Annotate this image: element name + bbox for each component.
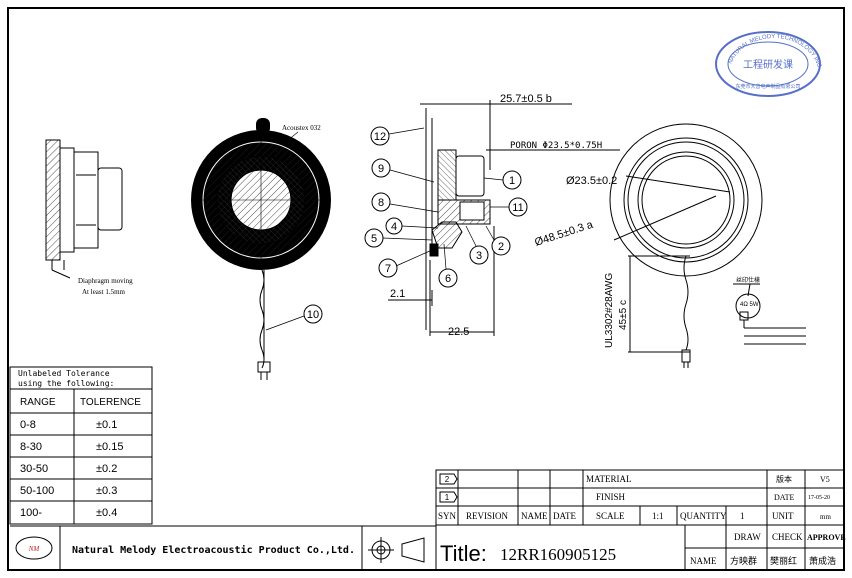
table-cell: 100-	[20, 507, 42, 519]
callout-5: 5	[364, 228, 433, 248]
quantity-label: QUANTITY	[680, 511, 727, 521]
dim-outer-diameter: Ø48.5±0.3 a	[533, 218, 595, 248]
diaphragm-note-line1: Diaphragm moving	[78, 277, 133, 285]
table-cell: ±0.4	[96, 507, 117, 519]
section-view	[388, 100, 620, 336]
scale-label: SCALE	[596, 511, 625, 521]
finish-label: FINISH	[596, 492, 626, 502]
side-view	[45, 139, 123, 279]
company-name: Natural Melody Electroacoustic Product C…	[72, 544, 355, 556]
svg-text:4: 4	[391, 221, 397, 233]
date-label: DATE	[774, 493, 795, 502]
projection-symbol	[368, 537, 425, 563]
dim-small: 2.1	[390, 288, 405, 300]
table-cell: 0-8	[20, 419, 36, 431]
wire-spec: UL3302#28AWG	[604, 273, 615, 348]
callout-8: 8	[371, 192, 439, 213]
callout-11: 11	[490, 197, 528, 217]
svg-text:7: 7	[385, 263, 391, 275]
dim-height: 25.7±0.5 b	[500, 93, 552, 105]
revision-label: REVISION	[466, 511, 508, 521]
dim-width: 22.5	[448, 326, 469, 338]
scale-value: 1:1	[652, 511, 664, 521]
svg-text:11: 11	[512, 202, 523, 214]
unit-value: mm	[820, 513, 831, 521]
engineering-stamp: NATURAL MELODY TECHNOLOGY INC 工程研发课 东莞市大…	[715, 31, 822, 97]
callout-3: 3	[465, 225, 489, 265]
table-cell: 8-30	[20, 441, 42, 453]
poron-label: PORON Φ23.5*0.75H	[510, 141, 602, 151]
svg-text:6: 6	[445, 273, 451, 285]
name-label: NAME	[690, 556, 717, 566]
svg-text:3: 3	[476, 250, 482, 262]
approve-label: APPROVE	[807, 533, 846, 542]
acoustex-label: Acoustex 032	[282, 124, 321, 132]
table-cell: 50-100	[20, 485, 54, 497]
front-view	[191, 118, 331, 380]
svg-text:5: 5	[371, 233, 377, 245]
check-name: 樊丽红	[770, 555, 797, 566]
print-box-text: 4Ω 5W	[740, 302, 759, 308]
version-value: V5	[820, 475, 830, 484]
title-value: 12RR160905125	[500, 545, 616, 564]
date-value: 17-05-20	[808, 495, 830, 501]
title-block-text: 2 1 MATERIAL FINISH 版本 V5 DATE 17-05-20 …	[438, 474, 846, 566]
callout-6: 6	[438, 243, 458, 288]
company-logo: NM	[28, 545, 41, 553]
table-cell: ±0.15	[96, 441, 123, 453]
wire-length: 45±5 c	[618, 300, 629, 330]
table-cell: ±0.2	[96, 463, 117, 475]
callout-2: 2	[485, 225, 511, 256]
draw-name: 方映群	[730, 555, 757, 566]
callout-balloons: 12 9 8 4 5 7 6 3 2 11 1 10	[265, 126, 528, 331]
title-label: Title:	[440, 541, 487, 566]
callout-9: 9	[371, 158, 435, 183]
tolerance-title-2: using the following:	[18, 379, 114, 388]
print-label: 丝印仕樣	[736, 276, 760, 284]
callout-1: 1	[483, 170, 522, 190]
rev-marker-2: 2	[445, 475, 450, 484]
check-label: CHECK	[772, 532, 803, 542]
sheet-border	[7, 7, 845, 571]
date-col-label: DATE	[553, 511, 576, 521]
stamp-center-text: 工程研发课	[743, 58, 793, 71]
dim-inner-diameter: Ø23.5±0.2	[566, 175, 617, 187]
svg-text:9: 9	[378, 163, 384, 175]
table-cell: 30-50	[20, 463, 48, 475]
svg-text:12: 12	[374, 131, 386, 143]
tolerance-header-range: RANGE	[20, 397, 56, 408]
back-view	[609, 123, 806, 368]
callout-7: 7	[378, 249, 433, 278]
callout-12: 12	[370, 126, 425, 146]
syn-label: SYN	[438, 511, 457, 521]
approve-name: 萧成浩	[809, 555, 836, 566]
table-cell: ±0.1	[96, 419, 117, 431]
table-cell: ±0.3	[96, 485, 117, 497]
rev-marker-1: 1	[445, 493, 450, 502]
quantity-value: 1	[740, 511, 745, 521]
tolerance-title-1: Unlabeled Tolerance	[18, 369, 110, 378]
draw-label: DRAW	[734, 532, 761, 542]
tolerance-header-tol: TOLERENCE	[80, 397, 141, 408]
svg-text:8: 8	[378, 197, 384, 209]
callout-4: 4	[385, 217, 439, 235]
svg-text:10: 10	[307, 309, 319, 321]
tolerance-rows: 0-8 ±0.1 8-30 ±0.15 30-50 ±0.2 50-100 ±0…	[20, 419, 123, 519]
svg-text:1: 1	[509, 175, 515, 187]
version-label: 版本	[776, 474, 792, 484]
callout-10: 10	[265, 304, 323, 331]
svg-text:2: 2	[498, 241, 504, 253]
title-block-grid	[435, 469, 845, 571]
material-label: MATERIAL	[586, 474, 632, 484]
name-col-label: NAME	[521, 511, 548, 521]
tolerance-table	[9, 366, 153, 525]
diaphragm-note-line2: At least 1.5mm	[82, 288, 126, 296]
unit-label: UNIT	[772, 511, 794, 521]
stamp-bottom-text: 东莞市大音电声制品有限公司	[735, 83, 800, 90]
